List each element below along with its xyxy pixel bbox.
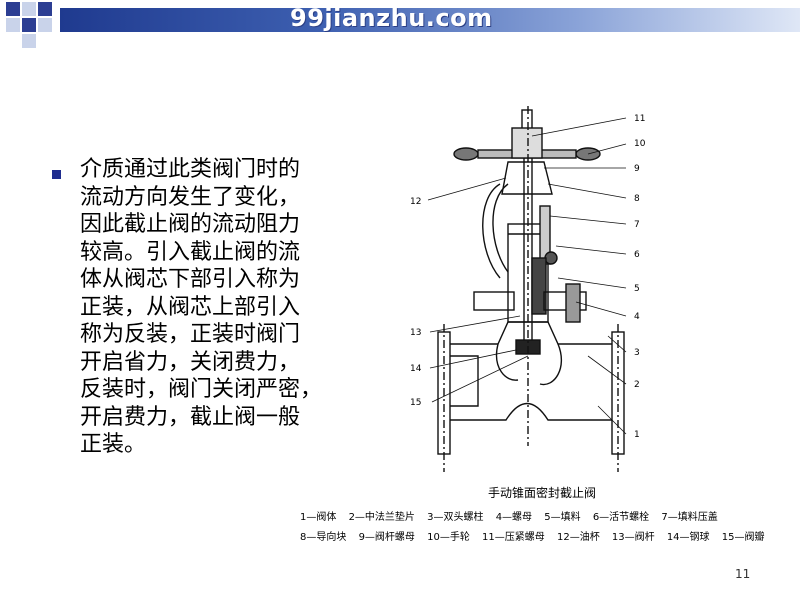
decor-square <box>22 18 36 32</box>
legend-item: 3—双头螺柱 <box>427 512 484 523</box>
leader <box>549 215 627 225</box>
callout-1: 1 <box>634 430 640 440</box>
decor-square <box>6 2 20 16</box>
body-line: 反装时，阀门关闭严密， <box>80 377 323 402</box>
legend-item: 8—导向块 <box>300 532 347 543</box>
yoke <box>501 161 553 195</box>
decor-square <box>6 18 20 32</box>
body-text: 介质通过此类阀门时的 流动方向发生了变化， 因此截止阀的流动阻力 较高。引入截止… <box>80 156 380 459</box>
body-line: 正装。 <box>80 432 147 457</box>
legend-item: 7—填料压盖 <box>661 512 718 523</box>
callout-9: 9 <box>634 164 640 174</box>
callout-6: 6 <box>634 250 640 260</box>
decor-square <box>22 34 36 48</box>
callout-10: 10 <box>634 139 646 149</box>
packing <box>531 257 547 315</box>
port-left <box>450 355 479 407</box>
leader <box>547 183 627 199</box>
body-line: 因此截止阀的流动阻力 <box>80 212 301 237</box>
legend-item: 11—压紧螺母 <box>482 532 545 543</box>
decor-square <box>22 2 36 16</box>
body-line: 体从阀芯下部引入称为 <box>80 267 301 292</box>
decor-square <box>38 18 52 32</box>
header-decoration: 99jianzhu.com <box>0 0 800 48</box>
compression-nut <box>511 127 543 159</box>
legend-item: 14—钢球 <box>666 532 710 543</box>
body-line: 正装，从阀芯上部引入 <box>80 294 301 320</box>
leader <box>429 315 521 333</box>
header-banner <box>60 8 800 32</box>
body-line: 开启费力，截止阀一般 <box>80 404 301 430</box>
legend-item: 2—中法兰垫片 <box>348 512 415 523</box>
leader <box>431 355 529 403</box>
leader <box>427 177 507 201</box>
leader <box>575 301 627 317</box>
callout-2: 2 <box>634 380 640 390</box>
body-line: 称为反装，正装时阀门 <box>80 322 301 347</box>
decor-square <box>38 2 52 16</box>
body-bottom <box>450 403 612 421</box>
legend-item: 5—填料 <box>544 512 581 523</box>
callout-15: 15 <box>410 398 421 408</box>
legend-item: 6—活节螺栓 <box>592 512 650 523</box>
legend-item: 4—螺母 <box>495 512 533 523</box>
leader <box>555 245 627 255</box>
flange-left <box>473 291 515 311</box>
packing-nut <box>544 251 558 265</box>
legend-item: 1—阀体 <box>300 512 337 523</box>
callout-13: 13 <box>410 328 421 338</box>
body-inner-right <box>539 343 563 386</box>
figure-title: 手动锥面密封截止阀 <box>488 486 597 500</box>
body-line: 较高。引入截止阀的流 <box>80 239 301 265</box>
callout-11: 11 <box>634 114 645 124</box>
flange-right <box>543 291 587 311</box>
legend-item: 9—阀杆螺母 <box>358 532 415 543</box>
callout-5: 5 <box>634 284 640 294</box>
page-number: 11 <box>735 567 751 581</box>
callout-4: 4 <box>634 312 640 322</box>
body-line: 流动方向发生了变化， <box>80 184 301 210</box>
leader <box>587 355 627 385</box>
callout-3: 3 <box>634 348 640 358</box>
site-watermark: 99jianzhu.com <box>290 4 493 32</box>
callout-8: 8 <box>634 194 640 204</box>
yoke-arm-left <box>482 183 501 279</box>
body-line: 开启省力，关闭费力， <box>80 349 301 375</box>
globe-valve-diagram: 11 10 9 8 7 6 5 4 3 2 1 12 13 14 15 <box>410 106 646 472</box>
legend-item: 15—阀瓣 <box>721 532 765 543</box>
leader <box>587 143 627 155</box>
bullet-icon <box>52 170 61 179</box>
leader <box>607 335 627 353</box>
figure-legend-row: 8—导向块 9—阀杆螺母 10—手轮 11—压紧螺母 12—油杯 13—阀杆 1… <box>300 528 773 543</box>
legend-item: 13—阀杆 <box>611 532 655 543</box>
legend-item: 12—油杯 <box>556 532 600 543</box>
body-line: 介质通过此类阀门时的 <box>80 157 301 182</box>
figure-legend-row: 1—阀体 2—中法兰垫片 3—双头螺柱 4—螺母 5—填料 6—活节螺栓 7—填… <box>300 508 727 523</box>
legend-item: 10—手轮 <box>427 532 470 543</box>
leader <box>597 405 627 435</box>
callout-12: 12 <box>410 197 421 207</box>
leader <box>557 277 627 289</box>
callout-7: 7 <box>634 220 640 230</box>
leader <box>429 349 517 369</box>
yoke-arm-inner <box>492 183 509 273</box>
handwheel-left <box>453 147 479 161</box>
stud-bolt <box>565 283 581 323</box>
leader <box>531 117 627 137</box>
callout-14: 14 <box>410 364 422 374</box>
body-inner-left <box>495 343 519 381</box>
